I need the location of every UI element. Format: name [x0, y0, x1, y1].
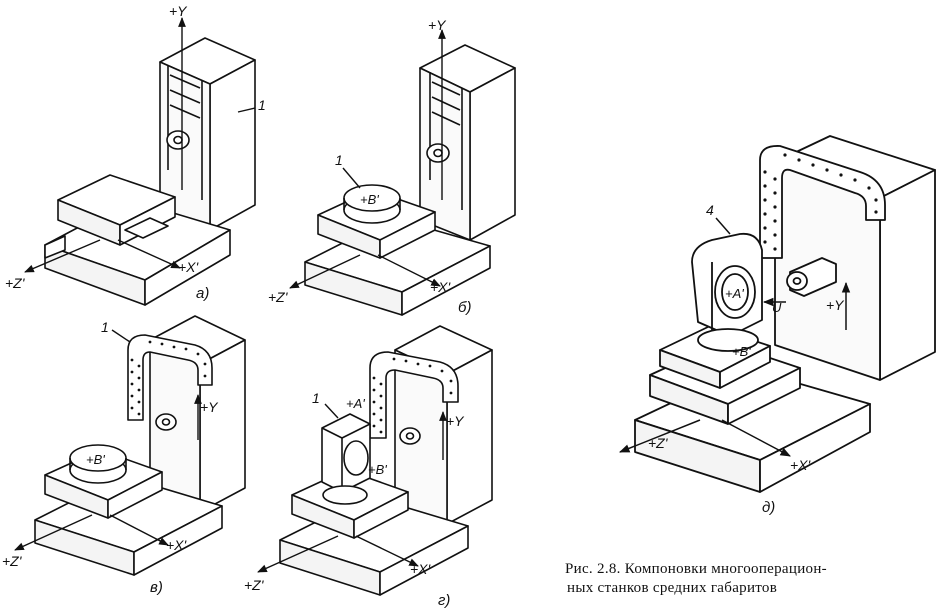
panel-d-b-label: +B' — [732, 344, 751, 359]
panel-v — [34, 315, 246, 576]
panel-a-x-label: +X' — [178, 259, 200, 275]
panel-a-y-label: +Y — [169, 3, 188, 19]
panel-b-x-label: +X' — [430, 279, 452, 295]
panel-g-part-number: 1 — [312, 390, 320, 406]
panel-g-label: г) — [438, 592, 450, 609]
panel-g — [279, 325, 493, 596]
panel-v-y-label: +Y — [200, 399, 219, 415]
panel-d-axes — [619, 217, 851, 457]
panel-a-part-number: 1 — [258, 97, 266, 113]
panel-v-label: в) — [150, 579, 163, 596]
panel-b-y-label: +Y — [428, 17, 447, 33]
dotted-ram — [127, 334, 213, 421]
panel-d-x-label: +X' — [790, 457, 812, 473]
panel-b-axes — [289, 29, 446, 289]
panel-d-label: д) — [762, 499, 775, 516]
panel-d-y-label: +Y — [826, 297, 845, 313]
panel-b-z-label: +Z' — [268, 289, 289, 305]
dotted-ram — [759, 145, 886, 259]
panel-b-b-label: +B' — [360, 192, 379, 207]
tilting-head-face — [343, 440, 369, 476]
panel-v-part-number: 1 — [101, 319, 109, 335]
panel-v-axes — [14, 329, 202, 551]
panel-g-y-label: +Y — [446, 413, 465, 429]
panel-v-z-label: +Z' — [2, 553, 23, 569]
panel-b-part-number: 1 — [335, 152, 343, 168]
caption-line-2: ных станков средних габаритов — [567, 580, 778, 596]
column-side — [209, 59, 256, 231]
panel-d-a-label: +A' — [725, 286, 744, 301]
panel-g-b-label: +B' — [368, 462, 387, 477]
panel-d — [634, 135, 936, 493]
figure-caption: Рис. 2.8. Компоновки многооперацион- ных… — [565, 560, 945, 598]
panel-g-a-label: +A' — [346, 396, 365, 411]
panel-g-z-label: +Z' — [244, 577, 265, 593]
panel-a-axes — [24, 17, 256, 273]
panel-b-label: б) — [458, 299, 471, 316]
panel-b — [304, 44, 516, 316]
dotted-ram — [369, 351, 459, 439]
panel-d-part-number: 4 — [706, 202, 714, 218]
panel-g-x-label: +X' — [410, 561, 432, 577]
panel-v-b-label: +B' — [86, 452, 105, 467]
panel-a-z-label: +Z' — [5, 275, 26, 291]
panel-a — [44, 37, 256, 306]
panel-d-u-label: U — [772, 300, 782, 315]
panel-g-axes — [257, 403, 447, 573]
panel-a-label: а) — [196, 285, 209, 302]
panel-d-z-label: +Z' — [648, 435, 669, 451]
panel-v-x-label: +X' — [166, 537, 188, 553]
caption-line-1: Рис. 2.8. Компоновки многооперацион- — [565, 561, 827, 577]
